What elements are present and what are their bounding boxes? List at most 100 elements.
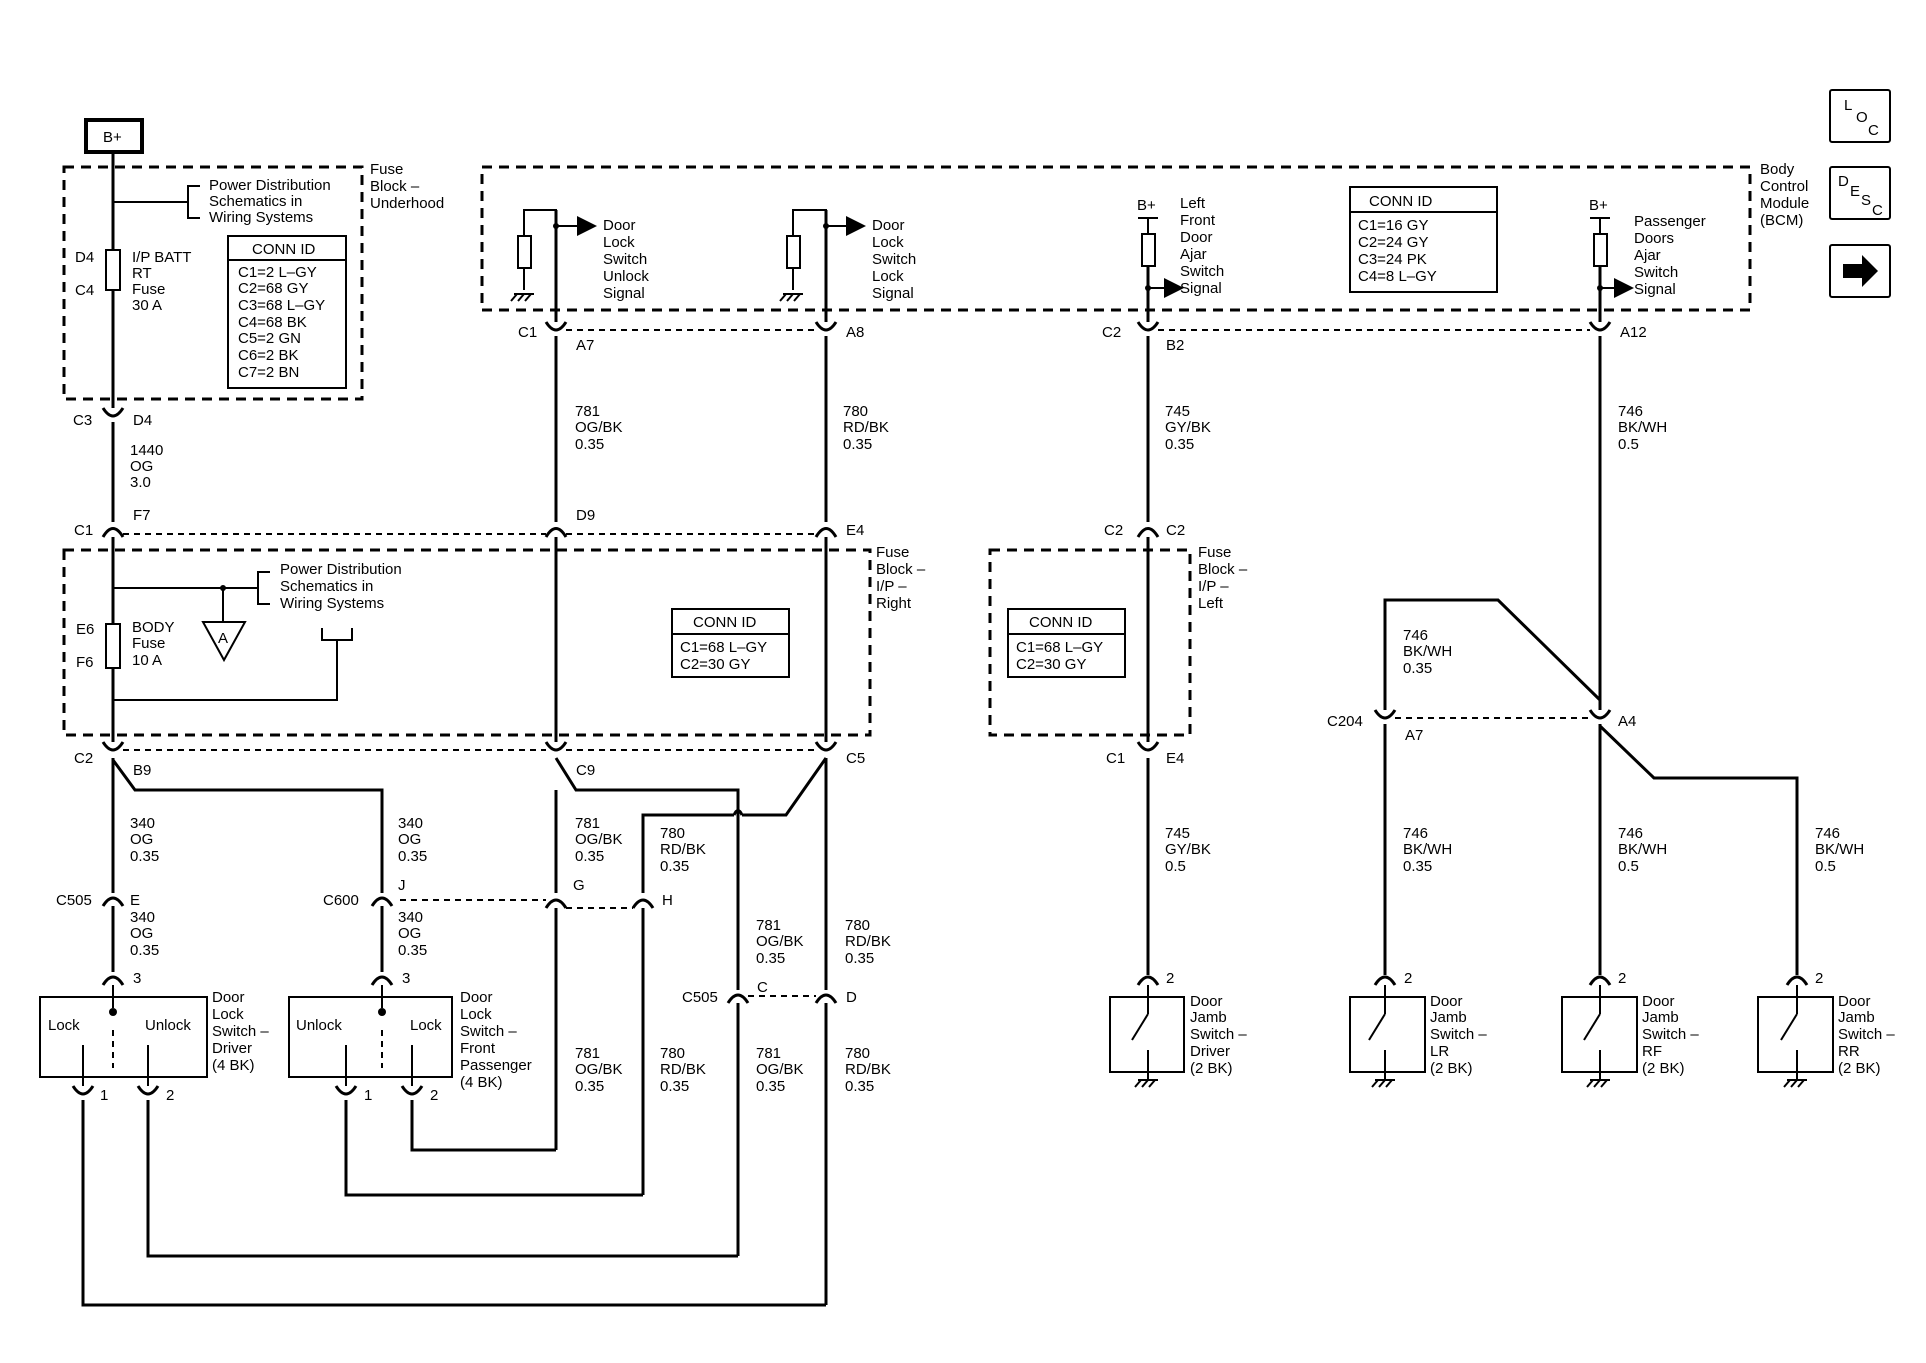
- bcm-passenger-ajar-circuit: [1590, 217, 1634, 322]
- svg-text:2: 2: [1166, 970, 1174, 987]
- svg-text:Fuse: Fuse: [132, 635, 165, 652]
- svg-text:746: 746: [1618, 825, 1643, 842]
- svg-text:E: E: [1850, 183, 1860, 200]
- svg-text:(2 BK): (2 BK): [1430, 1060, 1473, 1077]
- svg-text:2: 2: [430, 1087, 438, 1104]
- svg-text:E6: E6: [76, 621, 94, 638]
- ip-left-title: Fuse: [1198, 544, 1231, 561]
- svg-text:(2 BK): (2 BK): [1190, 1060, 1233, 1077]
- svg-text:745: 745: [1165, 825, 1190, 842]
- svg-text:OG/BK: OG/BK: [575, 419, 623, 436]
- svg-text:OG: OG: [130, 831, 153, 848]
- svg-text:C3=68 L–GY: C3=68 L–GY: [238, 297, 325, 314]
- svg-text:Block –: Block –: [370, 178, 420, 195]
- svg-text:C9: C9: [576, 762, 595, 779]
- svg-text:Lock: Lock: [872, 268, 904, 285]
- svg-text:C2: C2: [1166, 522, 1185, 539]
- svg-text:Passenger: Passenger: [1634, 213, 1706, 230]
- svg-text:RR: RR: [1838, 1043, 1860, 1060]
- ip-left-conn-id: [1007, 608, 1126, 678]
- svg-text:L: L: [1844, 97, 1852, 114]
- ip-left-fuse-block-outline: [988, 548, 1192, 737]
- svg-text:OG: OG: [130, 458, 153, 475]
- svg-text:3: 3: [402, 970, 410, 987]
- svg-text:C3=24 PK: C3=24 PK: [1358, 251, 1427, 268]
- svg-text:C: C: [1872, 202, 1883, 219]
- svg-text:A: A: [218, 630, 228, 647]
- svg-text:Module: Module: [1760, 195, 1809, 212]
- svg-text:2: 2: [1404, 970, 1412, 987]
- svg-text:Block –: Block –: [876, 561, 926, 578]
- svg-text:781: 781: [575, 815, 600, 832]
- svg-text:C2: C2: [1104, 522, 1123, 539]
- svg-text:C7=2 BN: C7=2 BN: [238, 364, 299, 381]
- c505b-label: C505: [682, 989, 718, 1006]
- loc-button[interactable]: L O C: [1829, 89, 1891, 143]
- svg-text:C6=2 BK: C6=2 BK: [238, 347, 298, 364]
- svg-text:D4: D4: [75, 249, 94, 266]
- bcm-outline: [480, 165, 1752, 312]
- svg-text:3: 3: [133, 970, 141, 987]
- svg-text:0.35: 0.35: [398, 848, 427, 865]
- svg-text:OG/BK: OG/BK: [575, 1061, 623, 1078]
- svg-text:Left: Left: [1180, 195, 1206, 212]
- svg-text:GY/BK: GY/BK: [1165, 419, 1211, 436]
- svg-text:Doors: Doors: [1634, 230, 1674, 247]
- svg-text:Jamb: Jamb: [1190, 1009, 1227, 1026]
- svg-text:Switch: Switch: [872, 251, 916, 268]
- svg-text:Front: Front: [460, 1040, 496, 1057]
- svg-text:BK/WH: BK/WH: [1618, 419, 1667, 436]
- body-fuse: [105, 623, 121, 669]
- door-jamb-switch-rf: [1561, 985, 1638, 1088]
- wire-781-label: 781: [575, 403, 600, 420]
- svg-text:Switch –: Switch –: [1642, 1026, 1699, 1043]
- svg-text:F6: F6: [76, 654, 94, 671]
- ip-right-power-ref: Power Distribution: [280, 561, 402, 578]
- svg-text:Block –: Block –: [1198, 561, 1248, 578]
- svg-text:BK/WH: BK/WH: [1403, 643, 1452, 660]
- wire-780c-label: 780: [845, 917, 870, 934]
- svg-text:(BCM): (BCM): [1760, 212, 1803, 229]
- door-jamb-switch-rr: [1757, 985, 1834, 1088]
- svg-text:2: 2: [166, 1087, 174, 1104]
- svg-text:Switch –: Switch –: [1430, 1026, 1487, 1043]
- svg-text:RF: RF: [1642, 1043, 1662, 1060]
- svg-text:RD/BK: RD/BK: [660, 1061, 706, 1078]
- svg-text:C5=2 GN: C5=2 GN: [238, 330, 301, 347]
- driver-lock-switch: [39, 985, 208, 1086]
- jamb-rr-label: Door: [1838, 993, 1871, 1010]
- underhood-title: Fuse: [370, 161, 403, 178]
- svg-text:Ajar: Ajar: [1634, 247, 1661, 264]
- svg-text:340: 340: [398, 909, 423, 926]
- body-fuse-label: BODY: [132, 619, 175, 636]
- svg-text:0.35: 0.35: [845, 950, 874, 967]
- svg-text:C1: C1: [518, 324, 537, 341]
- svg-text:0.35: 0.35: [660, 858, 689, 875]
- svg-text:C4=68 BK: C4=68 BK: [238, 314, 307, 331]
- jamb-driver-label: Door: [1190, 993, 1223, 1010]
- door-jamb-switch-lr: [1349, 985, 1426, 1088]
- svg-text:F7: F7: [133, 507, 151, 524]
- svg-text:Wiring Systems: Wiring Systems: [209, 209, 313, 226]
- svg-text:CONN ID: CONN ID: [252, 241, 316, 258]
- bcm-lf-ajar-circuit: [1138, 217, 1184, 322]
- wire-745-label: 745: [1165, 403, 1190, 420]
- passenger-switch-lock-label: Lock: [410, 1017, 442, 1034]
- svg-text:Underhood: Underhood: [370, 195, 444, 212]
- svg-text:340: 340: [398, 815, 423, 832]
- svg-text:Signal: Signal: [1634, 281, 1676, 298]
- svg-text:OG/BK: OG/BK: [756, 933, 804, 950]
- svg-text:Ajar: Ajar: [1180, 246, 1207, 263]
- right-arrow-icon[interactable]: [1829, 244, 1891, 298]
- driver-switch-lock-label: Lock: [48, 1017, 80, 1034]
- svg-text:746: 746: [1815, 825, 1840, 842]
- svg-text:BK/WH: BK/WH: [1815, 841, 1864, 858]
- svg-text:Schematics in: Schematics in: [209, 193, 302, 210]
- svg-text:S: S: [1861, 192, 1871, 209]
- svg-text:Switch: Switch: [1180, 263, 1224, 280]
- svg-text:(2 BK): (2 BK): [1642, 1060, 1685, 1077]
- svg-text:3.0: 3.0: [130, 474, 151, 491]
- desc-button[interactable]: D E S C: [1829, 166, 1891, 220]
- svg-text:C2=68 GY: C2=68 GY: [238, 280, 308, 297]
- c600-label: C600: [323, 892, 359, 909]
